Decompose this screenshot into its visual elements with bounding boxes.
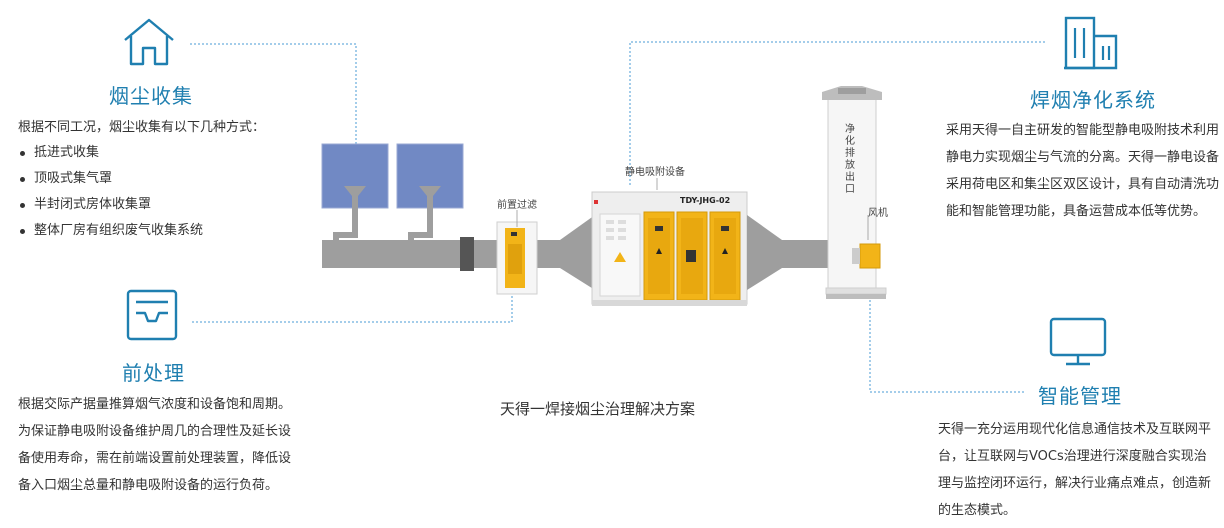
- esp-label: 静电吸附设备: [625, 167, 685, 178]
- purify-title: 焊烟净化系统: [1030, 88, 1156, 112]
- purify-text: 采用天得一自主研发的智能型静电吸附技术利用静电力实现烟尘与气流的分离。天得一静电…: [946, 123, 1220, 219]
- list-item: 顶吸式集气罩: [18, 166, 318, 192]
- pretreat-text: 根据交际产据量推算烟气浓度和设备饱和周期。为保证静电吸附设备维护周几的合理性及延…: [18, 397, 292, 493]
- smart-title: 智能管理: [1038, 384, 1122, 408]
- model-label: TDY-JHG-02: [680, 196, 731, 205]
- collection-list: 抵进式收集 顶吸式集气罩 半封闭式房体收集罩 整体厂房有组织废气收集系统: [18, 140, 318, 244]
- fan-label: 风机: [868, 208, 888, 219]
- filter-label: 前置过滤: [497, 200, 537, 211]
- diagram-caption: 天得一焊接烟尘治理解决方案: [500, 400, 696, 418]
- building-icon: [1064, 16, 1118, 70]
- collection-title: 烟尘收集: [109, 84, 193, 108]
- leader-line-pretreat: [192, 285, 513, 323]
- list-item: 半封闭式房体收集罩: [18, 192, 318, 218]
- tray-icon: [126, 289, 178, 341]
- fan-unit: [859, 243, 881, 269]
- collection-intro: 根据不同工况，烟尘收集有以下几种方式：: [18, 120, 266, 135]
- house-icon: [124, 18, 174, 66]
- stack-label: 净化排放出口: [845, 124, 855, 195]
- list-item: 抵进式收集: [18, 140, 318, 166]
- leader-line-smart: [869, 300, 1025, 393]
- monitor-icon: [1049, 317, 1107, 366]
- smart-text: 天得一充分运用现代化信息通信技术及互联网平台，让互联网与VOCs治理进行深度融合…: [938, 422, 1212, 518]
- leader-line-collection: [190, 43, 357, 145]
- pretreat-title: 前处理: [122, 361, 185, 385]
- list-item: 整体厂房有组织废气收集系统: [18, 218, 318, 244]
